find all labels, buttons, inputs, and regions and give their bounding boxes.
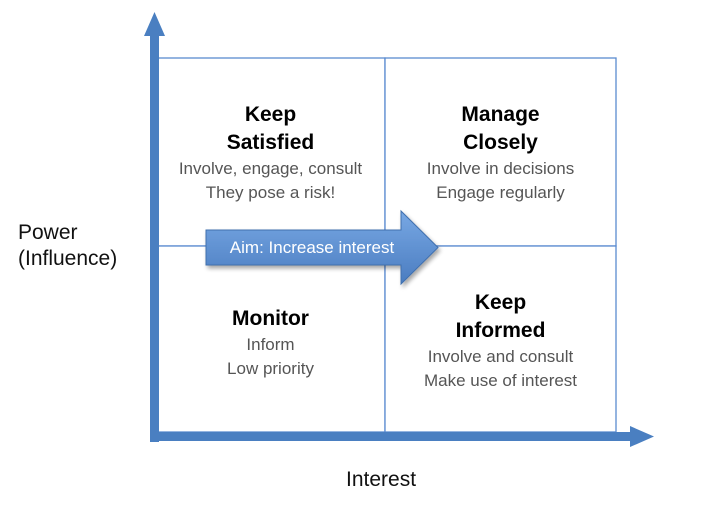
quadrant-cell-top-right [384, 57, 617, 247]
quadrant-keep-informed: Keep Informed Involve and consult Make u… [385, 289, 616, 393]
quadrant-description: Involve and consult Make use of interest [423, 347, 578, 390]
quadrant-cell-top-left [155, 57, 386, 247]
y-axis-label: Power (Influence) [18, 221, 118, 271]
quadrant-cell-bottom-right [384, 245, 617, 433]
y-axis-arrowhead [144, 12, 165, 36]
quadrant-description: Involve in decisions Engage regularly [426, 159, 575, 202]
quadrant-manage-closely: Manage Closely Involve in decisions Enga… [385, 101, 616, 205]
quadrant-description: Involve, engage, consult They pose a ris… [178, 159, 363, 202]
quadrant-keep-satisfied: Keep Satisfied Involve, engage, consult … [156, 101, 385, 205]
x-axis-line [150, 432, 632, 441]
quadrant-title: Keep Satisfied [226, 103, 315, 154]
quadrant-title: Keep Informed [455, 291, 546, 342]
x-axis-arrowhead [630, 426, 654, 447]
aim-arrow-label: Aim: Increase interest [229, 238, 395, 257]
y-axis-line [150, 32, 159, 442]
aim-arrow-shape [205, 209, 439, 286]
quadrant-title: Manage Closely [461, 103, 540, 154]
quadrant-monitor: Monitor Inform Low priority [156, 305, 385, 381]
x-axis-label: Interest [346, 468, 417, 491]
quadrant-title: Monitor [232, 307, 309, 330]
quadrant-description: Inform Low priority [227, 335, 314, 378]
